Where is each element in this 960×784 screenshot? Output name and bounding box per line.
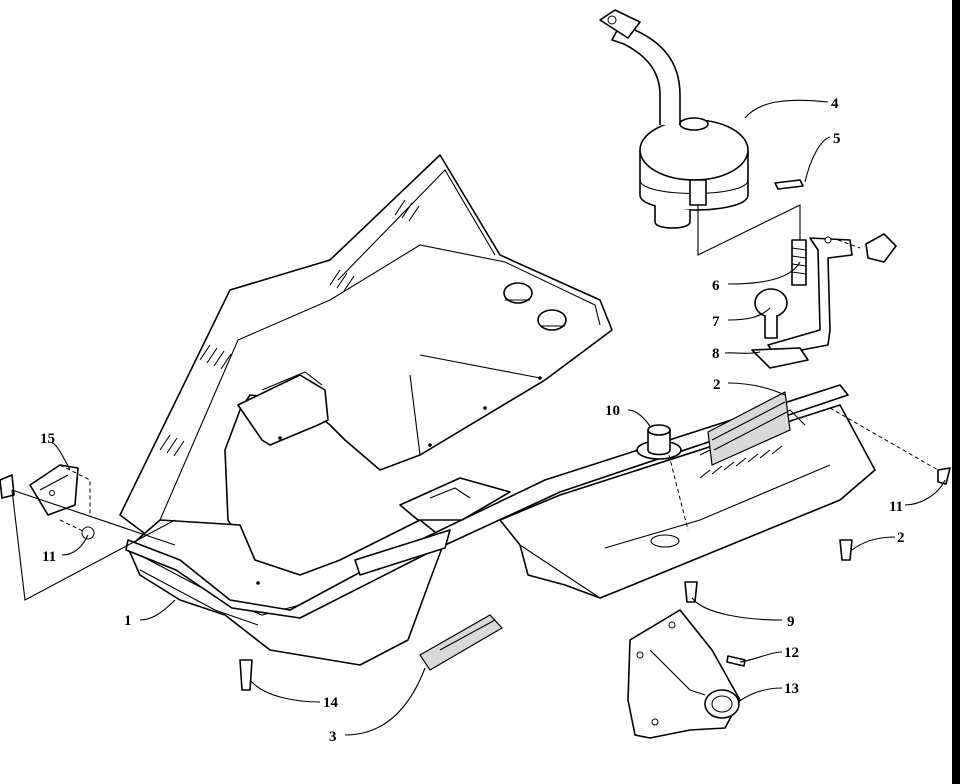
callout-13: 13 [784,681,799,697]
callout-5: 5 [833,131,841,147]
callout-labels: 1 2 2 3 4 5 6 7 8 9 10 11 11 12 13 14 15 [40,96,905,745]
leader-lines [51,99,946,736]
callout-11-right: 11 [889,499,903,515]
right-border-bar [952,0,960,784]
callout-2-rivet: 2 [897,530,905,546]
callout-15: 15 [40,431,55,447]
callout-3: 3 [329,729,337,745]
left-bracket [0,464,176,601]
muffler [599,9,749,229]
callout-9: 9 [787,614,795,630]
callout-1: 1 [124,613,132,629]
callout-7: 7 [712,314,720,330]
callout-2-heat-shield: 2 [713,377,721,393]
callout-4: 4 [831,96,839,112]
boot-cover [627,609,746,739]
fasteners [81,407,951,691]
callout-12: 12 [784,645,799,661]
callout-8: 8 [712,346,720,362]
mount-hardware [697,179,897,369]
callout-10: 10 [605,403,620,419]
callout-6: 6 [712,278,720,294]
grommet [636,424,689,531]
callout-14: 14 [323,695,339,711]
foot-pad [419,614,503,671]
callout-11-left: 11 [42,549,56,565]
